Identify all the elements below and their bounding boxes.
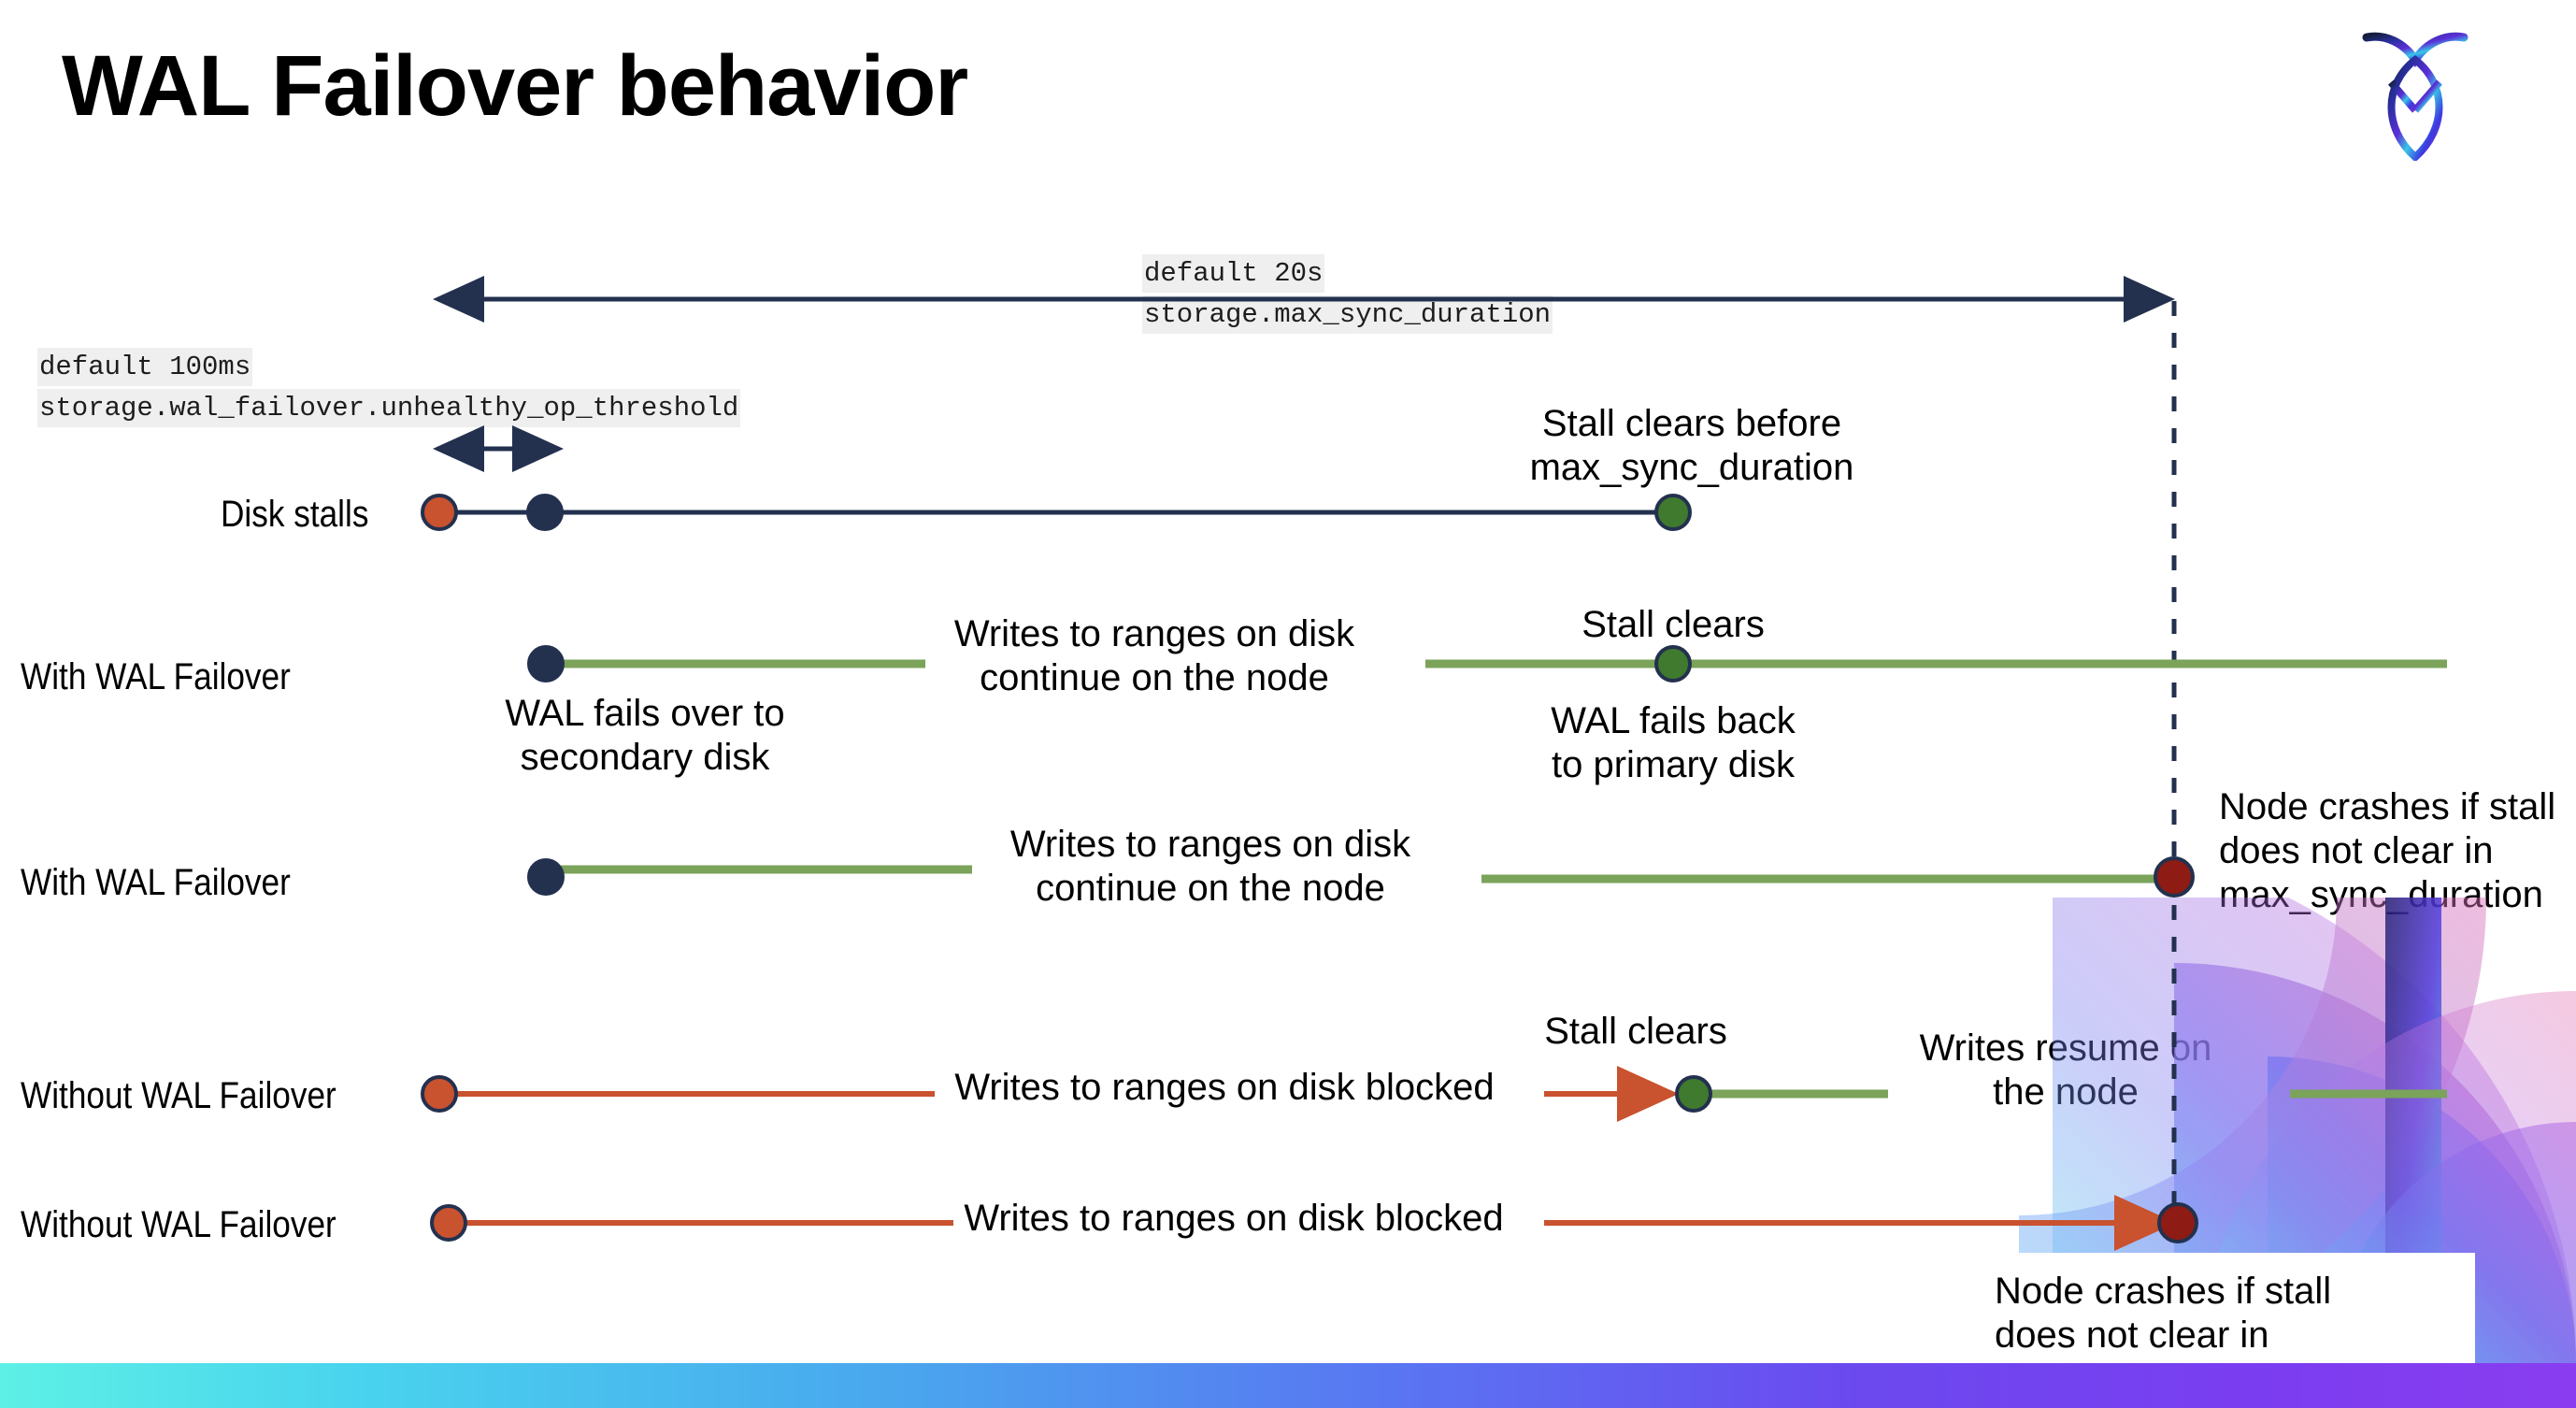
row-label-without-wal-failover-1: Without WAL Failover (21, 1075, 336, 1116)
anno-writes-blocked-2: Writes to ranges on disk blocked (964, 1198, 1504, 1239)
disk-stalls-start-dot (421, 494, 458, 531)
wal-failover-2-start-dot (527, 858, 565, 896)
without-wal-2-crash-dot (2157, 1202, 2198, 1243)
without-wal-2-start-dot (430, 1204, 467, 1242)
disk-stalls-failover-dot (526, 494, 564, 531)
row-label-disk-stalls: Disk stalls (221, 494, 369, 535)
wal-failover-2-crash-dot (2154, 856, 2195, 898)
anno-writes-continue-1: Writes to ranges on disk continue on the… (953, 613, 1355, 699)
anno-wal-fails-over: WAL fails over to secondary disk (505, 693, 785, 779)
row-label-with-wal-failover-2: With WAL Failover (21, 862, 291, 903)
row-label-without-wal-failover-2: Without WAL Failover (21, 1204, 336, 1245)
bottom-gradient-bar (0, 1363, 2576, 1408)
anno-stall-clears-1: Stall clears (1581, 604, 1765, 645)
max-sync-default-label: default 20s (1142, 254, 1325, 294)
cockroachdb-logo (2359, 21, 2471, 163)
row-label-with-wal-failover-1: With WAL Failover (21, 656, 291, 697)
anno-node-crashes-1: Node crashes if stall does not clear in … (2219, 786, 2556, 916)
disk-stalls-clear-dot (1654, 494, 1692, 531)
anno-writes-continue-2: Writes to ranges on disk continue on the… (1009, 824, 1411, 910)
unhealthy-op-default-label: default 100ms (37, 348, 253, 387)
wal-failover-1-start-dot (527, 645, 565, 682)
anno-stall-clears-2: Stall clears (1544, 1011, 1727, 1052)
anno-wal-fails-back: WAL fails back to primary disk (1551, 700, 1796, 786)
unhealthy-op-setting-label: storage.wal_failover.unhealthy_op_thresh… (37, 389, 741, 428)
max-sync-setting-label: storage.max_sync_duration (1142, 295, 1553, 335)
wal-failover-1-clear-dot (1654, 645, 1692, 682)
anno-stall-clears-before: Stall clears before max_sync_duration (1529, 403, 1854, 489)
anno-writes-blocked-1: Writes to ranges on disk blocked (954, 1067, 1495, 1108)
without-wal-1-clear-dot (1675, 1075, 1712, 1113)
without-wal-1-start-dot (421, 1075, 458, 1113)
page-title: WAL Failover behavior (62, 38, 968, 134)
anno-writes-resume: Writes resume on the node (1919, 1027, 2212, 1113)
